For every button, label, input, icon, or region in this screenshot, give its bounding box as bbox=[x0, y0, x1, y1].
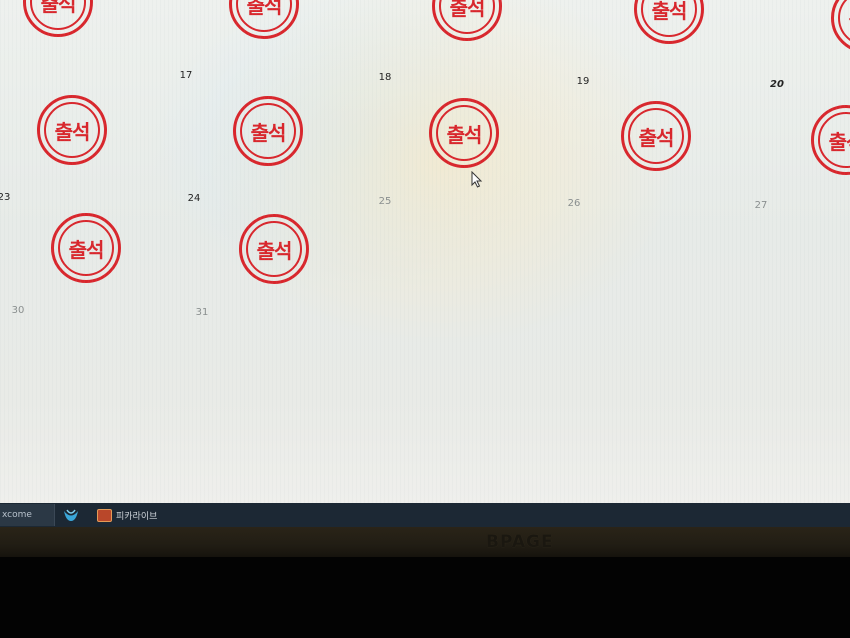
monitor-brand-logo: BPAGE bbox=[486, 532, 554, 552]
attendance-stamp: 출석 bbox=[23, 0, 93, 37]
attendance-stamp: 출석 bbox=[51, 213, 121, 283]
attendance-stamp: 출석 bbox=[233, 96, 303, 166]
calendar-day-31[interactable]: 31 bbox=[195, 307, 209, 318]
taskbar-app-button[interactable]: 피카라이브 bbox=[97, 508, 158, 522]
mouse-pointer-icon bbox=[471, 171, 483, 188]
screen: 출석 출석 출석 출석 출석 17 18 19 20 출석 출석 출석 출석 출… bbox=[0, 0, 850, 503]
browser-icon[interactable] bbox=[63, 508, 79, 522]
calendar-day-25[interactable]: 25 bbox=[378, 196, 392, 207]
calendar-day-19[interactable]: 19 bbox=[576, 76, 590, 87]
attendance-stamp: 출석 bbox=[621, 101, 691, 171]
calendar-day-30[interactable]: 30 bbox=[11, 305, 25, 316]
attendance-stamp: 출석 bbox=[37, 95, 107, 165]
desk-area bbox=[0, 557, 850, 638]
attendance-stamp: 출석 bbox=[239, 214, 309, 284]
taskbar-item[interactable]: xcome bbox=[0, 504, 55, 526]
calendar-day-26[interactable]: 26 bbox=[567, 198, 581, 209]
calendar-day-23[interactable]: 23 bbox=[0, 192, 11, 203]
calendar-day-18[interactable]: 18 bbox=[378, 72, 392, 83]
calendar-day-17[interactable]: 17 bbox=[179, 70, 193, 81]
app-icon bbox=[97, 508, 112, 522]
taskbar-app-label: 피카라이브 bbox=[116, 511, 158, 522]
attendance-stamp: 출석 bbox=[429, 98, 499, 168]
calendar-day-27[interactable]: 27 bbox=[754, 200, 768, 211]
attendance-stamp: 출석 bbox=[831, 0, 850, 53]
attendance-stamp: 출석 bbox=[229, 0, 299, 39]
taskbar: xcome 피카라이브 bbox=[0, 503, 850, 527]
monitor-bezel bbox=[0, 527, 850, 557]
attendance-stamp: 출석 bbox=[634, 0, 704, 44]
attendance-stamp: 출석 bbox=[432, 0, 502, 41]
calendar-day-24[interactable]: 24 bbox=[187, 193, 201, 204]
calendar-day-20[interactable]: 20 bbox=[770, 79, 784, 90]
attendance-stamp: 출석 bbox=[811, 105, 850, 175]
